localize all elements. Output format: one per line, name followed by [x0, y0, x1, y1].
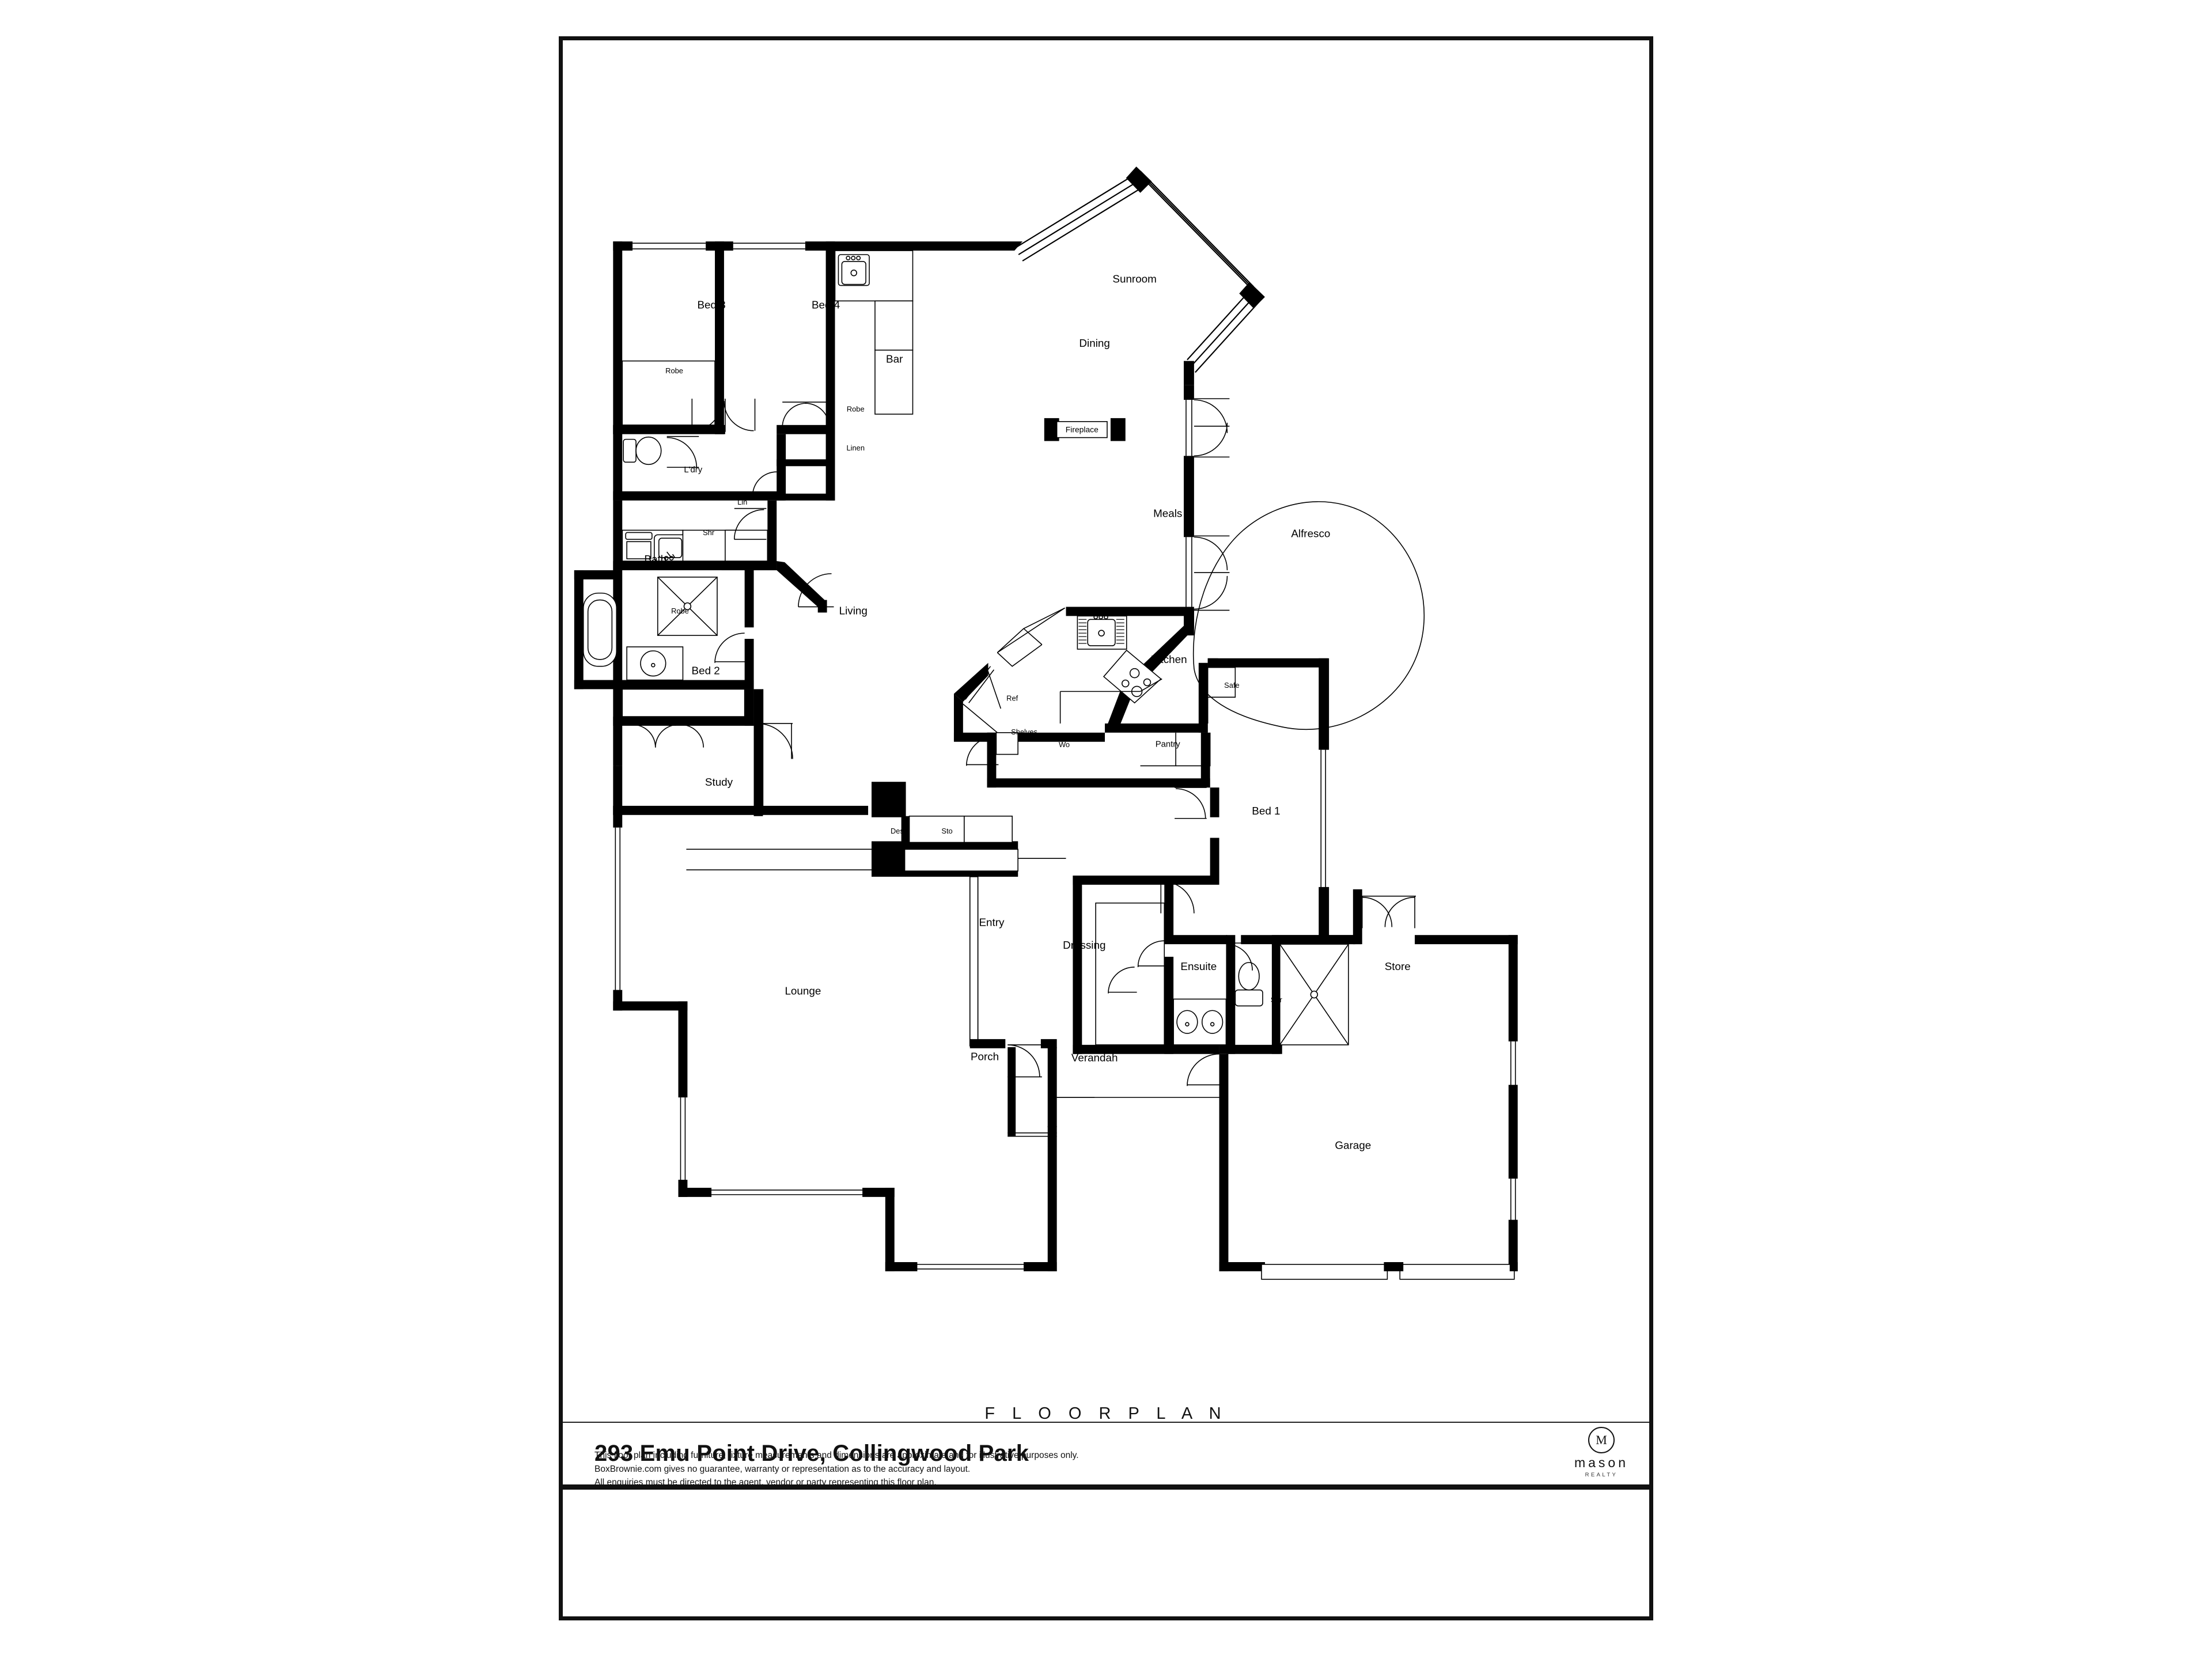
room-label-fireplace: Fireplace	[1066, 425, 1099, 434]
study-pillar-upper	[872, 782, 906, 817]
property-address: 293 Emu Point Drive, Collingwood Park	[594, 1440, 1029, 1466]
sunroom-corner-node-2	[1239, 282, 1265, 309]
room-label-meals: Meals	[1153, 507, 1182, 520]
page-title: F L O O R P L A N	[984, 1404, 1228, 1423]
disclaimer-line-2: BoxBrownie.com gives no guarantee, warra…	[594, 1464, 971, 1474]
sunroom-glazing	[1014, 171, 1262, 373]
room-label-ref: Ref	[1006, 694, 1018, 703]
door-swings-right-wall	[1194, 398, 1230, 611]
room-label-pantry: Pantry	[1156, 740, 1181, 749]
brand-name: mason	[1574, 1455, 1628, 1470]
room-label-shelves: Shelves	[1011, 728, 1037, 736]
room-label-ldry: L'dry	[684, 465, 702, 475]
room-label-porch: Porch	[971, 1051, 999, 1063]
wall-group	[574, 166, 1518, 1280]
toilet-wc-icon	[623, 436, 662, 465]
door-swings-bedrooms	[632, 399, 834, 759]
ensuite-fixtures	[1173, 944, 1349, 1046]
room-label-alfresco: Alfresco	[1291, 527, 1330, 539]
room-label-lin: Lin	[737, 498, 747, 506]
floor-plan-drawing: .w { fill:#000; stroke:none; } .thin { f…	[563, 40, 1649, 1400]
room-label-entry: Entry	[979, 916, 1005, 928]
room-label-garage: Garage	[1335, 1139, 1371, 1151]
room-label-ensuite: Ensuite	[1180, 960, 1217, 972]
room-label-bath: Bath	[644, 553, 666, 565]
room-label-robe3: Robe	[665, 366, 683, 375]
room-label-robe4: Robe	[847, 404, 865, 413]
room-label-robe2: Robe	[671, 607, 689, 615]
room-label-linen: Linen	[846, 444, 865, 452]
room-label-bed4: Bed 4	[812, 298, 840, 310]
room-label-dining: Dining	[1079, 337, 1109, 349]
room-label-safe: Safe	[1224, 681, 1240, 690]
room-label-shr-bath: Shr	[703, 528, 715, 537]
room-label-lounge: Lounge	[785, 984, 821, 997]
agency-logo: M mason REALTY	[1574, 1426, 1649, 1480]
laundry-fixtures	[622, 529, 768, 562]
room-label-bed2: Bed 2	[692, 665, 720, 677]
room-label-living: Living	[839, 604, 868, 616]
bar-cabinetry	[834, 250, 914, 415]
title-block: F L O O R P L A N This floor plan includ…	[563, 1400, 1649, 1490]
monogram-icon: M	[1588, 1426, 1615, 1453]
kitchen-fixtures	[997, 607, 1236, 767]
floor-plan-sheet: .w { fill:#000; stroke:none; } .thin { f…	[559, 36, 1653, 1620]
fireplace-pier-right	[1110, 418, 1126, 441]
address-bar: 293 Emu Point Drive, Collingwood Park M …	[563, 1421, 1649, 1490]
sunroom-corner-node-1	[1126, 166, 1152, 193]
bathroom-fixtures	[582, 577, 718, 681]
room-label-kitchen: Kitchen	[1151, 653, 1187, 665]
study-pillar-lower	[872, 841, 906, 877]
room-label-bed3: Bed 3	[697, 298, 725, 310]
room-label-desk: Desk	[891, 827, 908, 835]
room-label-dressing: Dressing	[1063, 939, 1105, 951]
room-label-sunroom: Sunroom	[1112, 273, 1156, 285]
room-label-bar: Bar	[886, 353, 903, 365]
alfresco-outline	[1192, 501, 1425, 730]
room-label-verandah: Verandah	[1071, 1052, 1118, 1064]
fixtures-group	[582, 250, 1425, 1137]
brand-subtitle: REALTY	[1585, 1471, 1618, 1478]
room-label-shr-ens: Shr	[1271, 995, 1283, 1004]
room-label-store: Store	[1385, 960, 1411, 972]
floor-plan-svg: .w { fill:#000; stroke:none; } .thin { f…	[574, 166, 1518, 1280]
room-label-study: Study	[705, 776, 733, 788]
door-swings-misc	[966, 735, 1416, 1086]
disclaimer-line-1: This floor plan including furniture, fix…	[594, 1450, 1079, 1460]
fireplace-box	[1056, 421, 1108, 438]
room-label-sto: Sto	[941, 827, 952, 835]
room-label-bed1: Bed 1	[1252, 805, 1280, 817]
room-label-wo: Wo	[1059, 740, 1070, 749]
